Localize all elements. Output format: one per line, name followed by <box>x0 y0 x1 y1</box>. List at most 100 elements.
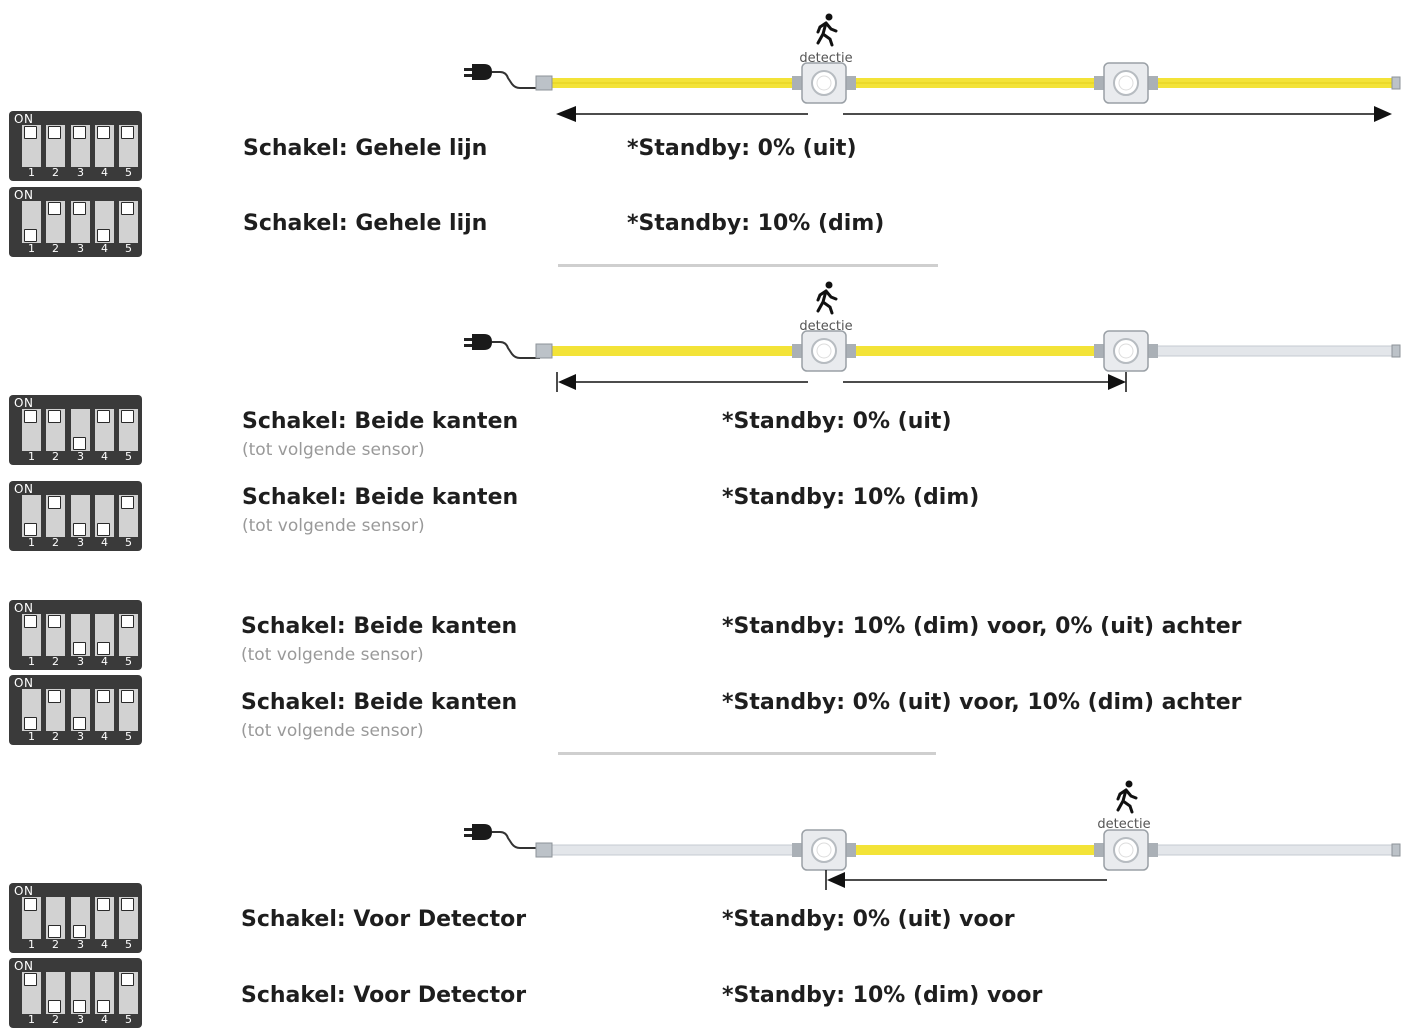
switch-mode-label: Schakel: Voor Detector <box>241 907 527 932</box>
dip-switch-knob-up <box>48 126 61 139</box>
end-cap <box>535 75 553 91</box>
led-strip-diagram-1: detectie <box>464 13 1401 122</box>
dip-switch-knob-down <box>48 1000 61 1013</box>
dip-switch-knob-up <box>48 410 61 423</box>
dip-switch-knob-up <box>24 898 37 911</box>
power-plug-icon <box>464 824 540 849</box>
dip-switch-number: 2 <box>52 655 59 668</box>
led-tube-off <box>1147 844 1395 856</box>
dip-switch-knob-down <box>97 229 110 242</box>
dip-switch-number: 4 <box>101 730 108 743</box>
dip-switch-knob-down <box>24 717 37 730</box>
dip-on-label: ON <box>14 884 34 898</box>
dip-switch-slot <box>119 689 138 731</box>
dip-switch-slot <box>22 972 41 1014</box>
dip-switch-slot <box>71 897 90 939</box>
dip-switch-knob-up <box>97 126 110 139</box>
dip-switch-slot <box>46 972 65 1014</box>
dip-switch-slot <box>95 897 114 939</box>
led-strip-diagram-2: detectie <box>464 281 1401 392</box>
dip-switch-slot <box>46 201 65 243</box>
dip-switch-knob-up <box>121 126 134 139</box>
sensor-connector-active <box>792 62 856 104</box>
switch-mode-sublabel: (tot volgende sensor) <box>241 645 424 665</box>
dip-switch-slot <box>119 125 138 167</box>
dip-switch-knob-up <box>121 973 134 986</box>
dip-switch-number: 5 <box>125 655 132 668</box>
standby-label: *Standby: 0% (uit) voor, 10% (dim) achte… <box>722 690 1242 715</box>
dip-switch-number: 5 <box>125 1013 132 1026</box>
dip-on-label: ON <box>14 482 34 496</box>
dip-switch-slot <box>22 495 41 537</box>
dip-switch-number: 3 <box>77 655 84 668</box>
dip-switch-slot <box>46 409 65 451</box>
end-cap <box>535 842 553 858</box>
dip-switch-knob-up <box>24 615 37 628</box>
dip-switch-number: 4 <box>101 536 108 549</box>
sensor-connector <box>1094 62 1158 104</box>
led-tube-lit <box>848 845 1100 855</box>
led-tube-lit <box>848 346 1100 356</box>
dip-switch-slot <box>71 495 90 537</box>
dip-switch-knob-up <box>97 690 110 703</box>
dip-switch-slot <box>22 409 41 451</box>
dip-switch-number: 1 <box>28 938 35 951</box>
dip-on-label: ON <box>14 112 34 126</box>
sensor-connector-active <box>1094 829 1158 871</box>
end-cap <box>535 343 553 359</box>
standby-label: *Standby: 10% (dim) voor, 0% (uit) achte… <box>722 614 1242 639</box>
dip-switch-slot <box>95 689 114 731</box>
range-arrow <box>556 106 1392 122</box>
dip-switch-number: 1 <box>28 166 35 179</box>
end-cap <box>1391 76 1401 90</box>
dip-switch-knob-up <box>24 126 37 139</box>
dip-switch-number: 5 <box>125 242 132 255</box>
dip-switch-knob-down <box>73 925 86 938</box>
dip-on-label: ON <box>14 188 34 202</box>
dip-switch-knob-up <box>73 202 86 215</box>
dip-switch-slot <box>71 409 90 451</box>
dip-switch-knob-down <box>73 642 86 655</box>
detection-label: detectie <box>1097 817 1150 832</box>
dip-switch-slot <box>119 972 138 1014</box>
end-cap <box>1391 344 1401 358</box>
dip-switch-knob-up <box>121 496 134 509</box>
sensor-connector-active <box>792 330 856 372</box>
dip-switch-number: 1 <box>28 730 35 743</box>
dip-switch-number: 1 <box>28 242 35 255</box>
dip-switch-knob-up <box>24 410 37 423</box>
dip-switch-number: 3 <box>77 938 84 951</box>
dip-switch-slot <box>119 409 138 451</box>
dip-switch-slot <box>46 614 65 656</box>
dip-switch-number: 2 <box>52 938 59 951</box>
dip-switch-slot <box>71 614 90 656</box>
power-plug-icon <box>464 64 540 89</box>
dip-switch-number: 2 <box>52 166 59 179</box>
range-arrow <box>556 372 1127 392</box>
switch-mode-label: Schakel: Beide kanten <box>242 409 519 434</box>
dip-switch-slot <box>46 125 65 167</box>
dip-switch-knob-up <box>97 898 110 911</box>
dip-switch-number: 3 <box>77 536 84 549</box>
dip-switch-number: 5 <box>125 166 132 179</box>
dip-switch-knob-up <box>48 690 61 703</box>
dip-switch-slot <box>119 201 138 243</box>
dip-switch-number: 4 <box>101 166 108 179</box>
section-divider <box>558 752 936 755</box>
dip-switch-number: 4 <box>101 655 108 668</box>
dip-switch-knob-up <box>121 615 134 628</box>
standby-label: *Standby: 10% (dim) voor <box>722 983 1043 1008</box>
dip-switch-number: 1 <box>28 655 35 668</box>
dip-switch-number: 3 <box>77 730 84 743</box>
dip-switch-knob-up <box>48 615 61 628</box>
dip-switch-number: 4 <box>101 242 108 255</box>
standby-label: *Standby: 0% (uit) <box>627 136 857 161</box>
dip-on-label: ON <box>14 959 34 973</box>
dip-switch-slot <box>22 897 41 939</box>
switch-mode-label: Schakel: Beide kanten <box>241 690 518 715</box>
dip-switch-slot <box>71 689 90 731</box>
dip-switch-slot <box>95 972 114 1014</box>
